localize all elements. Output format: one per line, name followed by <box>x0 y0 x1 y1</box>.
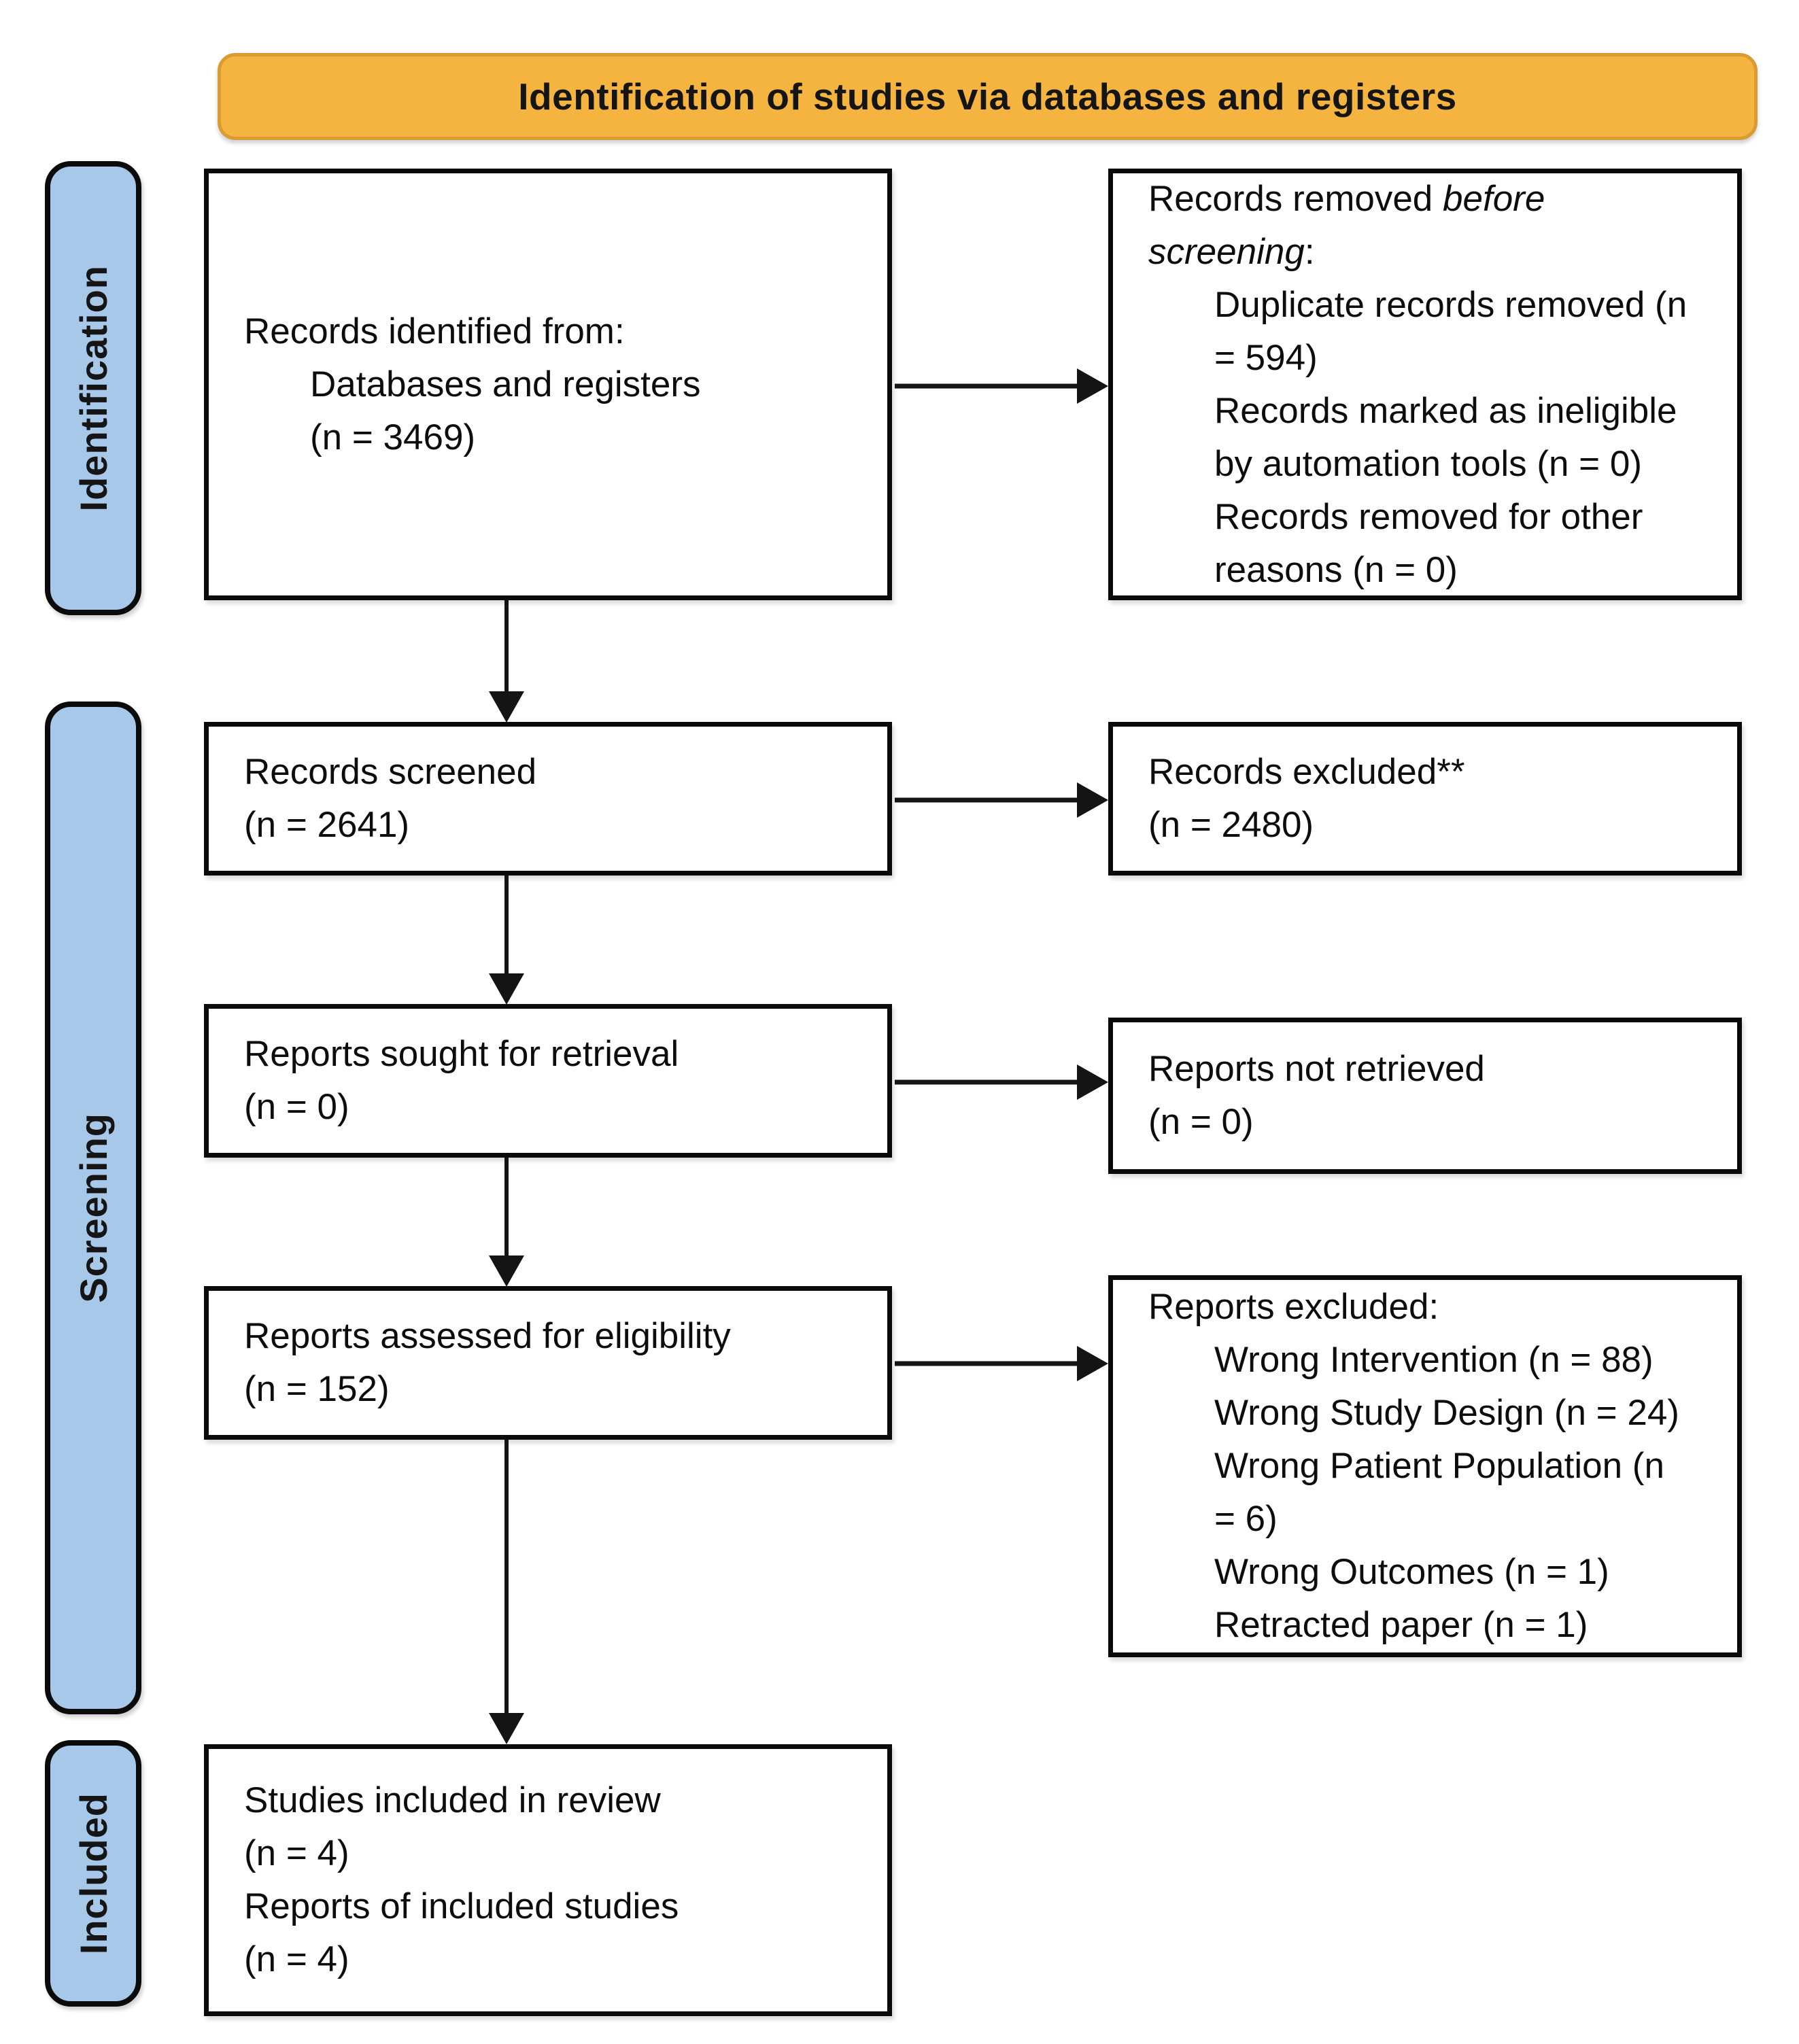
box-line: Records screened (n = 2641) <box>244 752 537 845</box>
box-line-segment: : <box>1304 231 1315 272</box>
arrow-shaft <box>504 876 509 977</box>
arrow-down-assessed-to-included <box>489 1440 524 1744</box>
box-line: Records marked as ineligible by automati… <box>1214 390 1677 484</box>
header-title: Identification of studies via databases … <box>518 75 1457 118</box>
box-records-excluded: Records excluded** (n = 2480) <box>1108 722 1742 876</box>
box-records-identified: Records identified from: Databases and r… <box>204 169 892 600</box>
arrowhead-down-icon <box>489 1255 524 1287</box>
box-line: Wrong Study Design (n = 24) <box>1214 1393 1679 1433</box>
stage-label-included: Included <box>45 1740 141 2007</box>
arrow-shaft <box>504 600 509 695</box>
box-line: Wrong Outcomes (n = 1) <box>1214 1552 1609 1592</box>
stage-label-screening: Screening <box>45 701 141 1714</box>
box-line: Records removed before screening: <box>1148 173 1718 279</box>
arrowhead-right-icon <box>1077 782 1108 818</box>
box-reports-sought-for-retrieval: Reports sought for retrieval (n = 0) <box>204 1004 892 1158</box>
arrow-shaft <box>504 1440 509 1717</box>
arrow-down-identified-to-screened <box>489 600 524 723</box>
box-line: Records identified from: <box>244 311 625 351</box>
header-banner: Identification of studies via databases … <box>218 53 1758 140</box>
box-line: Reports of included studies (n = 4) <box>244 1886 679 1979</box>
box-line: Studies included in review (n = 4) <box>244 1780 661 1873</box>
arrowhead-down-icon <box>489 973 524 1005</box>
box-reports-excluded: Reports excluded: Wrong Intervention (n … <box>1108 1275 1742 1657</box>
arrowhead-down-icon <box>489 1713 524 1744</box>
box-line: Wrong Patient Population (n = 6) <box>1214 1446 1664 1539</box>
box-line: Databases and registers (n = 3469) <box>310 364 701 457</box>
box-records-screened: Records screened (n = 2641) <box>204 722 892 876</box>
box-studies-included-in-review: Studies included in review (n = 4) Repor… <box>204 1744 892 2016</box>
arrow-shaft <box>895 1079 1081 1085</box>
box-line-segment-italic: before screening <box>1148 178 1545 272</box>
stage-label-screening-text: Screening <box>71 1113 115 1303</box>
box-reports-assessed-for-eligibility: Reports assessed for eligibility (n = 15… <box>204 1286 892 1440</box>
arrow-shaft <box>895 383 1081 389</box>
arrow-right-identified-to-removed <box>895 368 1108 404</box>
stage-label-identification-text: Identification <box>71 264 115 512</box>
box-line: Duplicate records removed (n = 594) <box>1214 284 1687 378</box>
box-line: Wrong Intervention (n = 88) <box>1214 1340 1654 1380</box>
arrow-shaft <box>504 1158 509 1260</box>
box-line-segment: Records removed <box>1148 178 1443 219</box>
arrow-right-screened-to-excluded <box>895 782 1108 818</box>
box-reports-not-retrieved: Reports not retrieved (n = 0) <box>1108 1018 1742 1174</box>
arrow-right-sought-to-not-retrieved <box>895 1064 1108 1100</box>
arrowhead-right-icon <box>1077 1346 1108 1381</box>
arrowhead-right-icon <box>1077 368 1108 404</box>
arrow-shaft <box>895 797 1081 803</box>
arrow-down-screened-to-sought <box>489 876 524 1005</box>
box-records-removed-before-screening: Records removed before screening: Duplic… <box>1108 169 1742 600</box>
arrow-right-assessed-to-reports-excluded <box>895 1346 1108 1381</box>
box-line: Records excluded** (n = 2480) <box>1148 752 1465 845</box>
box-line: Reports assessed for eligibility (n = 15… <box>244 1316 731 1409</box>
box-line: Reports not retrieved (n = 0) <box>1148 1049 1485 1142</box>
box-line: Records removed for other reasons (n = 0… <box>1214 496 1643 590</box>
arrow-shaft <box>895 1361 1081 1366</box>
arrow-down-sought-to-assessed <box>489 1158 524 1287</box>
arrowhead-down-icon <box>489 691 524 723</box>
stage-label-identification: Identification <box>45 161 141 615</box>
box-line: Reports sought for retrieval (n = 0) <box>244 1034 679 1127</box>
arrowhead-right-icon <box>1077 1064 1108 1100</box>
box-line: Retracted paper (n = 1) <box>1214 1605 1588 1645</box>
box-line: Reports excluded: <box>1148 1287 1439 1327</box>
stage-label-included-text: Included <box>71 1792 115 1955</box>
